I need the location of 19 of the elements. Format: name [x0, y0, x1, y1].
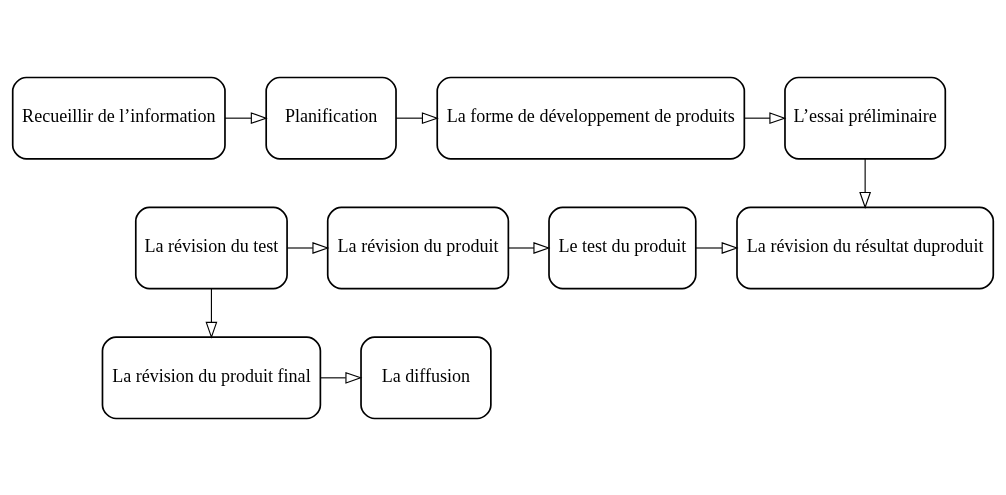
node-box: La révision du test [134, 206, 288, 289]
node-box: Le test du produit [548, 206, 697, 289]
node-box: La révision du produit [326, 206, 510, 289]
node-box: L’essai préliminaire [784, 76, 947, 160]
node-box: La révision du résultat duproduit [736, 206, 995, 289]
arrow [859, 157, 872, 209]
arrow [286, 241, 330, 254]
node-box: Planification [265, 76, 397, 160]
node-box: La forme de développement de produits [436, 76, 746, 160]
arrow [205, 287, 218, 339]
arrow [224, 111, 268, 124]
node-box: Recueillir de l’information [11, 76, 226, 160]
node-box: La révision du produit final [101, 335, 322, 419]
node-box: La diffusion [360, 335, 492, 419]
arrow [320, 371, 363, 384]
arrow [695, 241, 739, 254]
arrow [744, 111, 787, 124]
arrow [395, 111, 439, 124]
arrow [508, 241, 551, 254]
